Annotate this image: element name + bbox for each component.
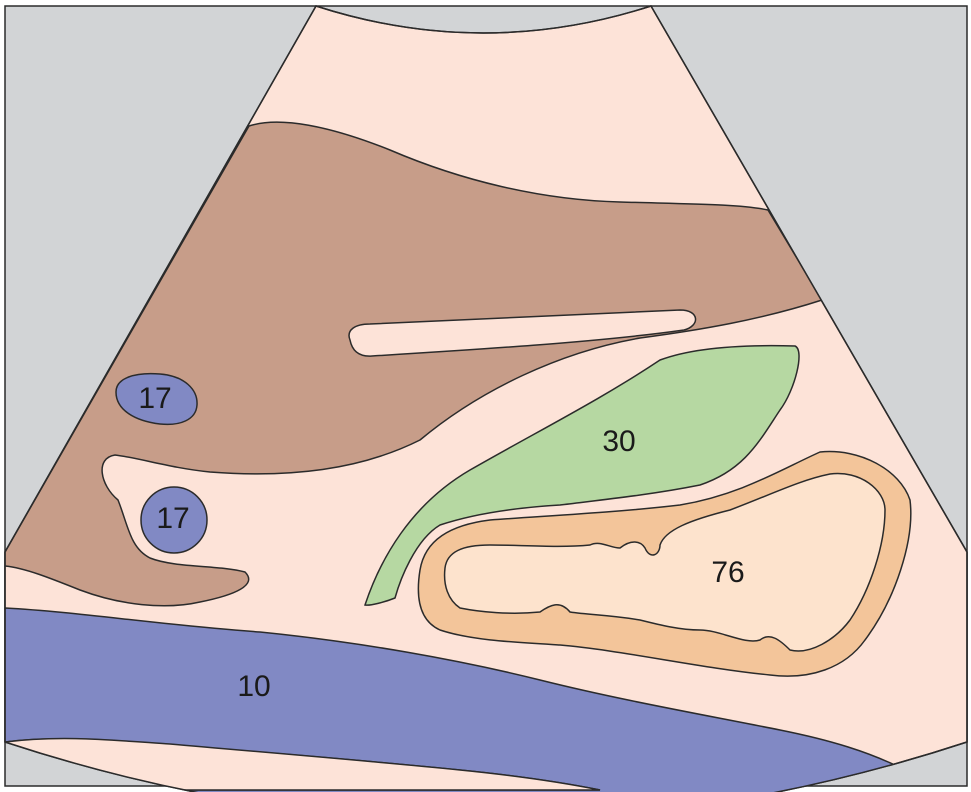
vessel-left-lower: [140, 486, 208, 554]
green-region: [364, 344, 800, 606]
label-vessel-left-upper: 17: [138, 382, 171, 415]
slit-structure: [348, 309, 697, 357]
inner-region: [443, 472, 886, 652]
sector-outline: [4, 5, 968, 792]
label-blue-band: 10: [237, 670, 270, 703]
vessel-left-upper: [115, 372, 198, 426]
brown-region: [5, 121, 824, 607]
label-inner-region: 76: [711, 556, 744, 589]
label-vessel-left-lower: 17: [156, 502, 189, 535]
label-green-region: 30: [602, 425, 635, 458]
lower-pale-band: [5, 737, 601, 791]
